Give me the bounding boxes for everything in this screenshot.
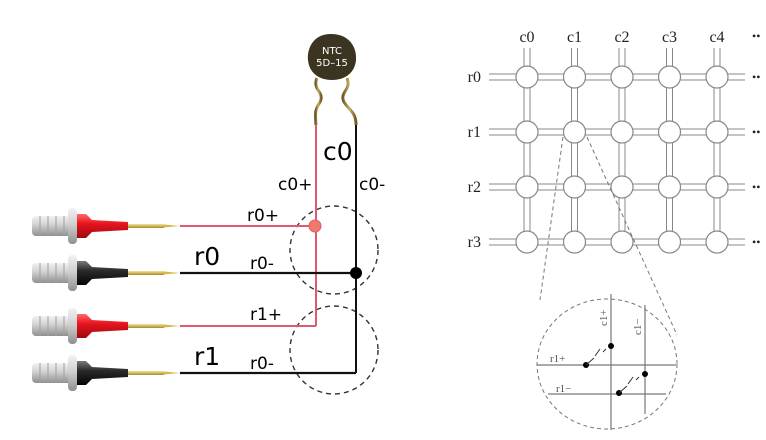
matrix-node-r3-c3 xyxy=(657,230,682,254)
probe-red-body xyxy=(77,214,128,238)
matrix-node-r0-c3 xyxy=(657,65,682,89)
detail-col-minus-label: c1− xyxy=(632,318,644,335)
column-label: c0 xyxy=(323,137,353,166)
thermistor-lead-left xyxy=(314,77,323,126)
matrix-node-r2-c4 xyxy=(705,175,729,199)
switch-segment xyxy=(585,357,595,366)
probe-tip xyxy=(128,224,164,228)
thermistor-disc xyxy=(307,34,357,80)
row1-label: r1 xyxy=(194,342,220,371)
row1-minus-label: r0- xyxy=(250,354,274,374)
switch-segment xyxy=(627,376,634,385)
continuation-dots: •• xyxy=(752,29,760,43)
zoom-guide-left xyxy=(539,136,564,301)
matrix-column-label: c3 xyxy=(662,29,677,46)
probe-row1-minus[interactable] xyxy=(31,354,180,392)
matrix-node-r1-c0 xyxy=(515,120,539,144)
thermistor-label-type: NTC xyxy=(322,46,342,57)
ntc-thermistor: NTC 5D–15 xyxy=(307,34,358,126)
row0-plus-label: r0+ xyxy=(247,206,279,226)
probe-needle xyxy=(164,324,180,328)
matrix-node-r1-c3 xyxy=(657,120,682,144)
probe-needle xyxy=(164,271,180,275)
matrix-node-r2-c3 xyxy=(657,175,682,199)
matrix-node-r0-c1 xyxy=(562,65,587,89)
magnifier-outline xyxy=(536,298,678,430)
detail-row-minus-label: r1− xyxy=(556,383,571,395)
probe-row1-plus[interactable] xyxy=(31,307,180,345)
matrix-node-r0-c0 xyxy=(515,65,539,89)
junction-dot-minus xyxy=(350,267,362,279)
junction-region-r1c0 xyxy=(289,305,379,395)
probe-black-body xyxy=(77,261,128,285)
detail-row-plus-label: r1+ xyxy=(550,353,565,365)
column-minus-label: c0- xyxy=(359,175,385,195)
thermistor-lead-right xyxy=(341,77,358,126)
sensor-matrix-grid: r0 •• r1 •• r2 •• r3 •• c0 c1 c2 c3 c4 •• xyxy=(468,29,760,254)
matrix-node-r1-c4 xyxy=(705,120,729,144)
matrix-node-r3-c0 xyxy=(515,230,539,254)
matrix-node-r0-c4 xyxy=(705,65,729,89)
continuation-dots: •• xyxy=(752,125,760,139)
thermistor-label-model: 5D–15 xyxy=(316,58,348,69)
probe-tip xyxy=(128,324,164,328)
matrix-row-label: r3 xyxy=(468,234,481,251)
probe-tip xyxy=(128,371,164,375)
matrix-node-r3-c2 xyxy=(610,230,634,254)
matrix-node-r2-c2 xyxy=(610,175,634,199)
probe-needle xyxy=(164,371,180,375)
probe-red-body xyxy=(77,314,128,338)
matrix-column-label: c1 xyxy=(567,29,582,46)
test-lead-circuit: NTC 5D–15 c0 c0+ c0- r0+ r0 r0- r1+ r1 r… xyxy=(31,34,385,395)
probe-needle xyxy=(164,224,180,228)
junction-detail-magnifier: r1+ r1− c1+ c1− xyxy=(536,294,678,430)
probe-black-body xyxy=(77,361,128,385)
junction-dot-plus xyxy=(308,219,322,233)
switch-node xyxy=(608,343,614,349)
matrix-node-r0-c2 xyxy=(610,65,634,89)
matrix-node-r2-c1 xyxy=(562,175,587,199)
continuation-dots: •• xyxy=(752,70,760,84)
row0-label: r0 xyxy=(194,242,220,271)
matrix-node-r3-c4 xyxy=(705,230,729,254)
continuation-dots: •• xyxy=(752,235,760,249)
row0-minus-label: r0- xyxy=(250,254,274,274)
matrix-column-label: c4 xyxy=(709,29,724,46)
probe-row0-minus[interactable] xyxy=(31,254,180,292)
matrix-node-r1-c2 xyxy=(610,120,634,144)
matrix-row-label: r2 xyxy=(468,179,481,196)
matrix-column-label: c2 xyxy=(614,29,629,46)
matrix-node-r3-c1 xyxy=(562,230,587,254)
probe-row0-plus[interactable] xyxy=(31,207,180,245)
switch-segment xyxy=(618,385,628,394)
switch-node xyxy=(642,371,648,377)
switch-segment xyxy=(635,376,640,381)
junction-region-r0c0 xyxy=(289,205,379,295)
matrix-row-label: r1 xyxy=(468,124,481,141)
column-plus-label: c0+ xyxy=(278,175,312,195)
zoom-guide-right xyxy=(586,136,678,336)
continuation-dots: •• xyxy=(752,180,760,194)
matrix-column-label: c0 xyxy=(519,29,534,46)
row1-plus-label: r1+ xyxy=(250,305,282,325)
detail-col-plus-label: c1+ xyxy=(598,309,610,326)
switch-segment xyxy=(602,348,607,353)
matrix-row-label: r0 xyxy=(468,69,481,86)
matrix-node-r1-c1 xyxy=(562,120,587,144)
matrix-node-r2-c0 xyxy=(515,175,539,199)
switch-segment xyxy=(594,348,601,357)
probe-tip xyxy=(128,271,164,275)
